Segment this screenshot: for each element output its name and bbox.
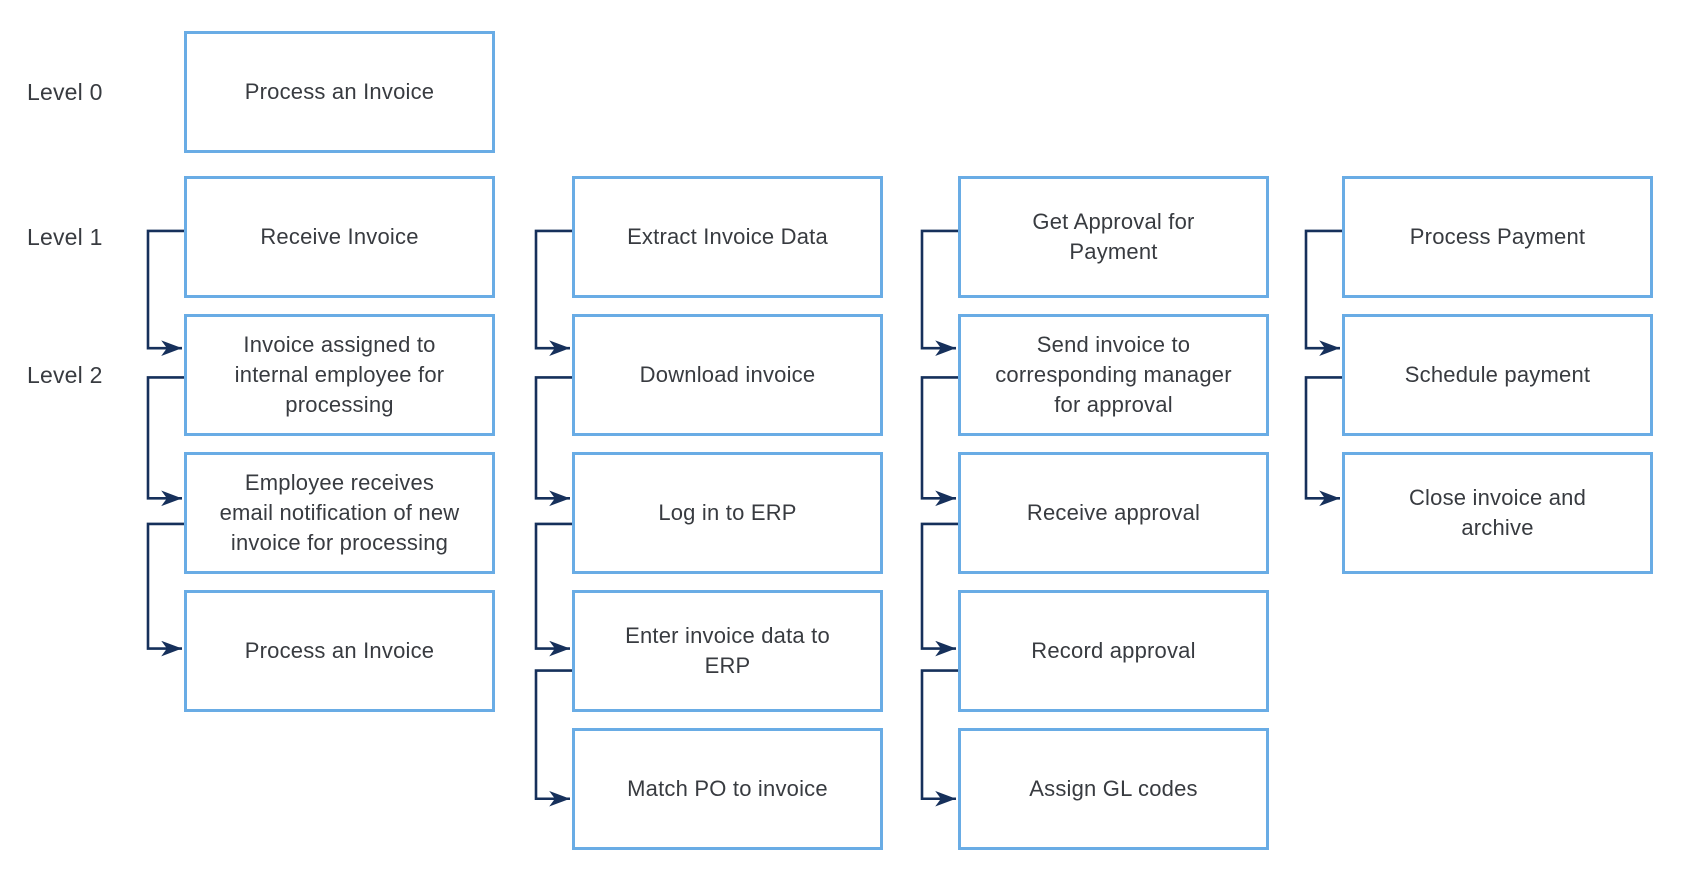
- node-process-an-invoice-level2: Process an Invoice: [184, 590, 495, 712]
- node-enter-invoice-data-to-erp: Enter invoice data to ERP: [572, 590, 883, 712]
- connector-arrow: [146, 229, 185, 356]
- connector-arrow: [1304, 376, 1343, 507]
- node-extract-invoice-data: Extract Invoice Data: [572, 176, 883, 298]
- level-1-label: Level 1: [27, 224, 103, 250]
- connector-arrow: [534, 229, 573, 356]
- node-log-in-to-erp: Log in to ERP: [572, 452, 883, 574]
- node-receive-invoice: Receive Invoice: [184, 176, 495, 298]
- node-receive-approval: Receive approval: [958, 452, 1269, 574]
- node-process-payment: Process Payment: [1342, 176, 1653, 298]
- node-employee-receives-email-notification: Employee receives email notification of …: [184, 452, 495, 574]
- connector-arrow: [534, 522, 573, 657]
- connector-arrow: [534, 376, 573, 507]
- node-get-approval-for-payment: Get Approval for Payment: [958, 176, 1269, 298]
- node-invoice-assigned-internal-employee: Invoice assigned to internal employee fo…: [184, 314, 495, 436]
- connector-arrow: [920, 229, 959, 356]
- connector-arrow: [920, 669, 959, 807]
- level-2-label: Level 2: [27, 362, 103, 388]
- connector-arrow: [534, 669, 573, 807]
- connector-arrow: [1304, 229, 1343, 356]
- connector-arrow: [920, 522, 959, 657]
- node-send-invoice-to-manager: Send invoice to corresponding manager fo…: [958, 314, 1269, 436]
- node-schedule-payment: Schedule payment: [1342, 314, 1653, 436]
- connector-arrow: [146, 522, 185, 657]
- node-assign-gl-codes: Assign GL codes: [958, 728, 1269, 850]
- node-match-po-to-invoice: Match PO to invoice: [572, 728, 883, 850]
- node-close-invoice-and-archive: Close invoice and archive: [1342, 452, 1653, 574]
- node-record-approval: Record approval: [958, 590, 1269, 712]
- connector-arrow: [920, 376, 959, 507]
- node-download-invoice: Download invoice: [572, 314, 883, 436]
- connector-arrow: [146, 376, 185, 507]
- level-0-label: Level 0: [27, 79, 103, 105]
- node-level0-process-an-invoice: Process an Invoice: [184, 31, 495, 153]
